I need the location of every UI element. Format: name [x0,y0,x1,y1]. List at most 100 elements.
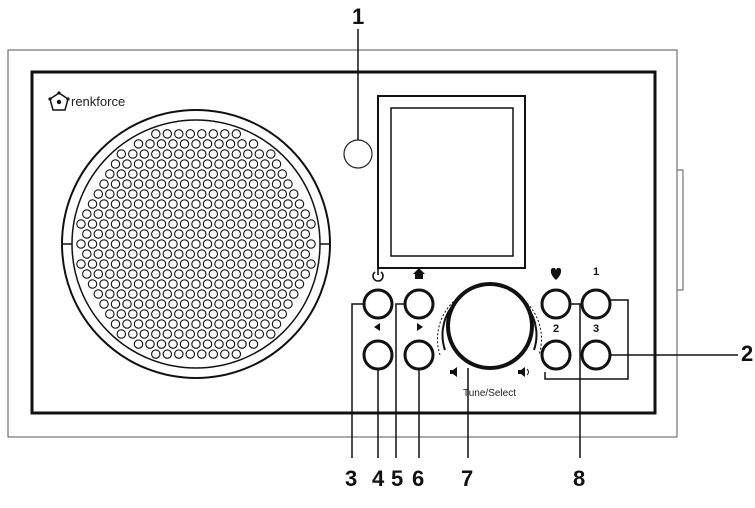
grille-hole [174,269,184,279]
grille-hole [110,179,121,189]
preset-3-button[interactable] [580,339,612,371]
grille-hole [122,319,132,329]
grille-hole [105,309,115,319]
grille-hole [82,209,92,219]
grille-hole [93,189,104,199]
grille-hole [243,149,253,159]
grille-hole [231,269,242,279]
grille-hole [99,299,109,309]
grille-hole [289,229,299,239]
next-button[interactable] [403,339,435,371]
callout-6: 6 [412,466,425,491]
grille-hole [197,329,207,339]
grille-hole [110,319,121,329]
grille-hole [151,269,161,279]
side-bump [677,169,684,291]
grille-hole [110,199,121,209]
grille-hole [179,199,190,209]
grille-hole [254,309,265,319]
grille-hole [248,279,259,289]
grille-hole [220,189,230,199]
grille-hole [179,259,190,269]
prev-button[interactable] [362,339,394,371]
grille-hole [220,209,230,219]
grille-hole [254,189,265,199]
grille-hole [243,209,253,219]
preset-label-3: 3 [593,323,600,335]
grille-hole [202,339,213,349]
grille-hole [145,319,155,329]
grille-hole [82,249,92,259]
grille-hole [174,249,184,259]
favorite-button[interactable] [540,288,572,320]
grille-hole [220,269,230,279]
cabinet-outline [7,49,678,438]
grille-hole [214,299,224,309]
leader-lines [351,29,738,458]
grille-hole [220,289,230,299]
grille-hole [76,219,86,229]
grille-hole [162,349,173,359]
grille-hole [122,199,132,209]
grille-hole [266,149,276,159]
grille-hole [220,169,230,179]
grille-hole [185,229,196,239]
grille-hole [306,219,316,229]
grille-hole [214,219,224,229]
grille-hole [260,199,270,209]
grille-hole [237,299,247,309]
grille-hole [197,169,207,179]
preset-1-button[interactable] [580,288,612,320]
tune-select-knob[interactable] [437,282,542,370]
preset-2-button[interactable] [540,339,572,371]
preset-label-1: 1 [593,266,600,278]
grille-hole [162,209,173,219]
grille-hole [139,229,150,239]
grille-hole [174,289,184,299]
grille-hole [277,289,288,299]
grille-hole [139,189,150,199]
home-button[interactable] [403,288,435,320]
grille-hole [306,259,316,269]
grille-hole [197,209,207,219]
grille-hole [225,239,236,249]
grille-hole [185,169,196,179]
grille-hole [139,329,150,339]
grille-hole [110,239,121,249]
grille-hole [197,229,207,239]
grille-hole [271,239,282,249]
grille-hole [151,249,161,259]
grille-hole [168,139,178,149]
grille-hole [202,299,213,309]
grille-hole [145,239,155,249]
grille-hole [133,299,144,309]
grille-hole [128,209,138,219]
grille-hole [133,199,144,209]
grille-hole [225,159,236,169]
grille-hole [191,199,201,209]
callout-4: 4 [372,466,385,491]
power-button[interactable] [362,288,394,320]
power-icon [372,268,384,282]
grille-hole [156,219,167,229]
grille-hole [116,309,127,319]
grille-hole [99,259,109,269]
grille-hole [99,219,109,229]
grille-hole [283,259,293,269]
grille-hole [248,159,259,169]
grille-hole [122,159,132,169]
callout-3: 3 [345,466,358,491]
grille-hole [214,319,224,329]
grille-hole [168,239,178,249]
grille-hole [116,169,127,179]
grille-hole [208,169,219,179]
grille-hole [151,169,161,179]
grille-hole [202,219,213,229]
grille-hole [220,309,230,319]
home-icon [413,268,425,279]
grille-hole [300,269,311,279]
grille-hole [271,219,282,229]
speaker-grille [61,109,331,379]
grille-hole [174,209,184,219]
grille-hole [225,339,236,349]
